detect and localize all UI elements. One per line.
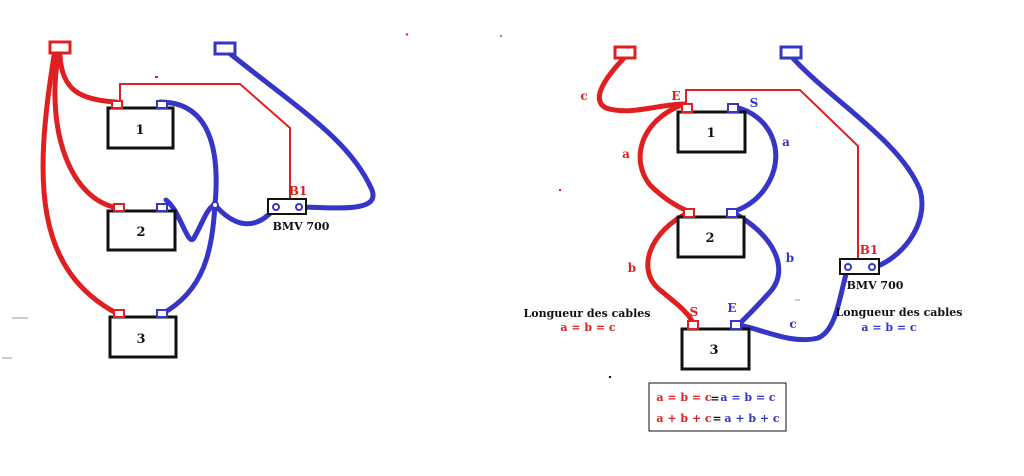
- battery-body: [676, 110, 747, 154]
- cable-label-c-blue: c: [789, 317, 796, 331]
- length-note-title: Longueur des cables: [524, 307, 651, 320]
- shunt-terminal: [868, 263, 876, 271]
- terminal-label-s-bottom: S: [690, 305, 699, 319]
- length-note-red: Longueur des cables a = b = c: [524, 307, 651, 334]
- shunt-terminal: [272, 203, 280, 211]
- cable-label-b-blue: b: [786, 251, 794, 265]
- red-cable-to-battery-3: [40, 53, 121, 317]
- left-negative-cables: [157, 49, 376, 317]
- stray-mark: [405, 33, 409, 36]
- left-sense-wire: [119, 83, 291, 204]
- blue-junction: [211, 201, 219, 209]
- left-battery-1: 1: [106, 100, 175, 150]
- red-cable-to-battery-1: [57, 53, 119, 105]
- left-positive-cables: [40, 53, 121, 317]
- length-note-blue: Longueur des cables a = b = c: [836, 306, 963, 334]
- battery-label: 3: [136, 332, 145, 347]
- shunt-tag: B1: [860, 243, 879, 257]
- blue-cable-b: [729, 209, 782, 328]
- battery-label: 3: [709, 343, 718, 358]
- battery-body: [106, 209, 177, 252]
- equation-1-red: a = b = c: [656, 391, 712, 404]
- battery-negative-terminal: [727, 103, 739, 113]
- shunt-terminal: [844, 263, 852, 271]
- battery-body: [680, 327, 751, 371]
- shunt-tag: B1: [289, 184, 308, 198]
- red-cable-a: [637, 101, 693, 215]
- shunt-name: BMV 700: [273, 220, 330, 233]
- battery-body: [106, 106, 175, 150]
- battery-negative-terminal: [156, 309, 168, 318]
- blue-cable-to-shunt: [212, 202, 279, 227]
- left-battery-2: 2: [106, 203, 177, 252]
- length-note-title: Longueur des cables: [836, 306, 963, 319]
- blue-cable-a: [729, 104, 779, 215]
- battery-positive-terminal: [113, 203, 125, 212]
- main-negative-terminal: [213, 41, 237, 56]
- right-battery-2: 2: [676, 208, 746, 259]
- battery-positive-terminal: [113, 309, 125, 318]
- battery-label: 1: [706, 126, 715, 141]
- cable-label-a-red: a: [622, 147, 630, 161]
- battery-negative-terminal: [156, 100, 168, 109]
- battery-negative-terminal: [726, 208, 738, 218]
- blue-cable-main-negative: [787, 52, 925, 271]
- left-shunt: B1 BMV 700: [267, 184, 330, 233]
- right-battery-3: 3: [680, 320, 751, 371]
- battery-positive-terminal: [687, 320, 699, 330]
- battery-label: 2: [705, 231, 714, 246]
- red-cable-b: [645, 209, 696, 326]
- length-note-formula: a = b = c: [861, 321, 917, 334]
- length-note-formula: a = b = c: [560, 321, 616, 334]
- equation-2-red: a + b + c: [656, 412, 712, 425]
- right-diagram: 1 2 3 E S S E c a a b b c B1: [500, 35, 963, 432]
- right-battery-1: 1: [676, 103, 747, 154]
- cable-label-a-blue: a: [782, 135, 790, 149]
- equations-box-frame: [648, 382, 787, 432]
- equation-2-blue: a + b + c: [724, 412, 780, 425]
- left-battery-3: 3: [108, 309, 178, 359]
- red-cable-to-battery-2: [52, 53, 121, 211]
- battery-label: 2: [136, 225, 145, 240]
- battery-positive-terminal: [683, 208, 695, 218]
- equation-1-blue: a = b = c: [720, 391, 776, 404]
- battery-body: [108, 315, 178, 359]
- shunt-terminal: [295, 203, 303, 211]
- cable-label-c-red: c: [580, 89, 587, 103]
- battery-negative-terminal: [730, 320, 742, 330]
- battery-body: [676, 215, 746, 259]
- main-positive-terminal: [48, 40, 72, 55]
- main-negative-terminal: [779, 45, 803, 60]
- red-cable-c: [596, 55, 687, 114]
- equation-2-equals: =: [712, 412, 721, 425]
- right-shunt: B1 BMV 700: [839, 243, 904, 292]
- terminal-label-e-bottom: E: [727, 301, 736, 315]
- battery-label: 1: [135, 123, 144, 138]
- cable-label-b-red: b: [628, 261, 636, 275]
- equations-box: a = b = c = a = b = c a + b + c = a + b …: [648, 382, 787, 432]
- terminal-label-s-top: S: [750, 96, 759, 110]
- battery-positive-terminal: [681, 103, 693, 113]
- shunt-name: BMV 700: [847, 279, 904, 292]
- left-diagram: 1 2 3 B1 BMV 700: [2, 33, 409, 359]
- main-positive-terminal: [613, 45, 637, 60]
- battery-negative-terminal: [156, 203, 168, 212]
- battery-positive-terminal: [111, 100, 123, 109]
- right-sense-wire: [685, 89, 859, 263]
- equation-1-equals: =: [710, 392, 719, 405]
- right-negative-cables: [729, 52, 925, 343]
- blue-cable-main-negative: [225, 49, 376, 211]
- terminal-label-e-top: E: [671, 89, 680, 103]
- right-positive-cables: [596, 55, 696, 326]
- blue-cable-c: [735, 265, 851, 343]
